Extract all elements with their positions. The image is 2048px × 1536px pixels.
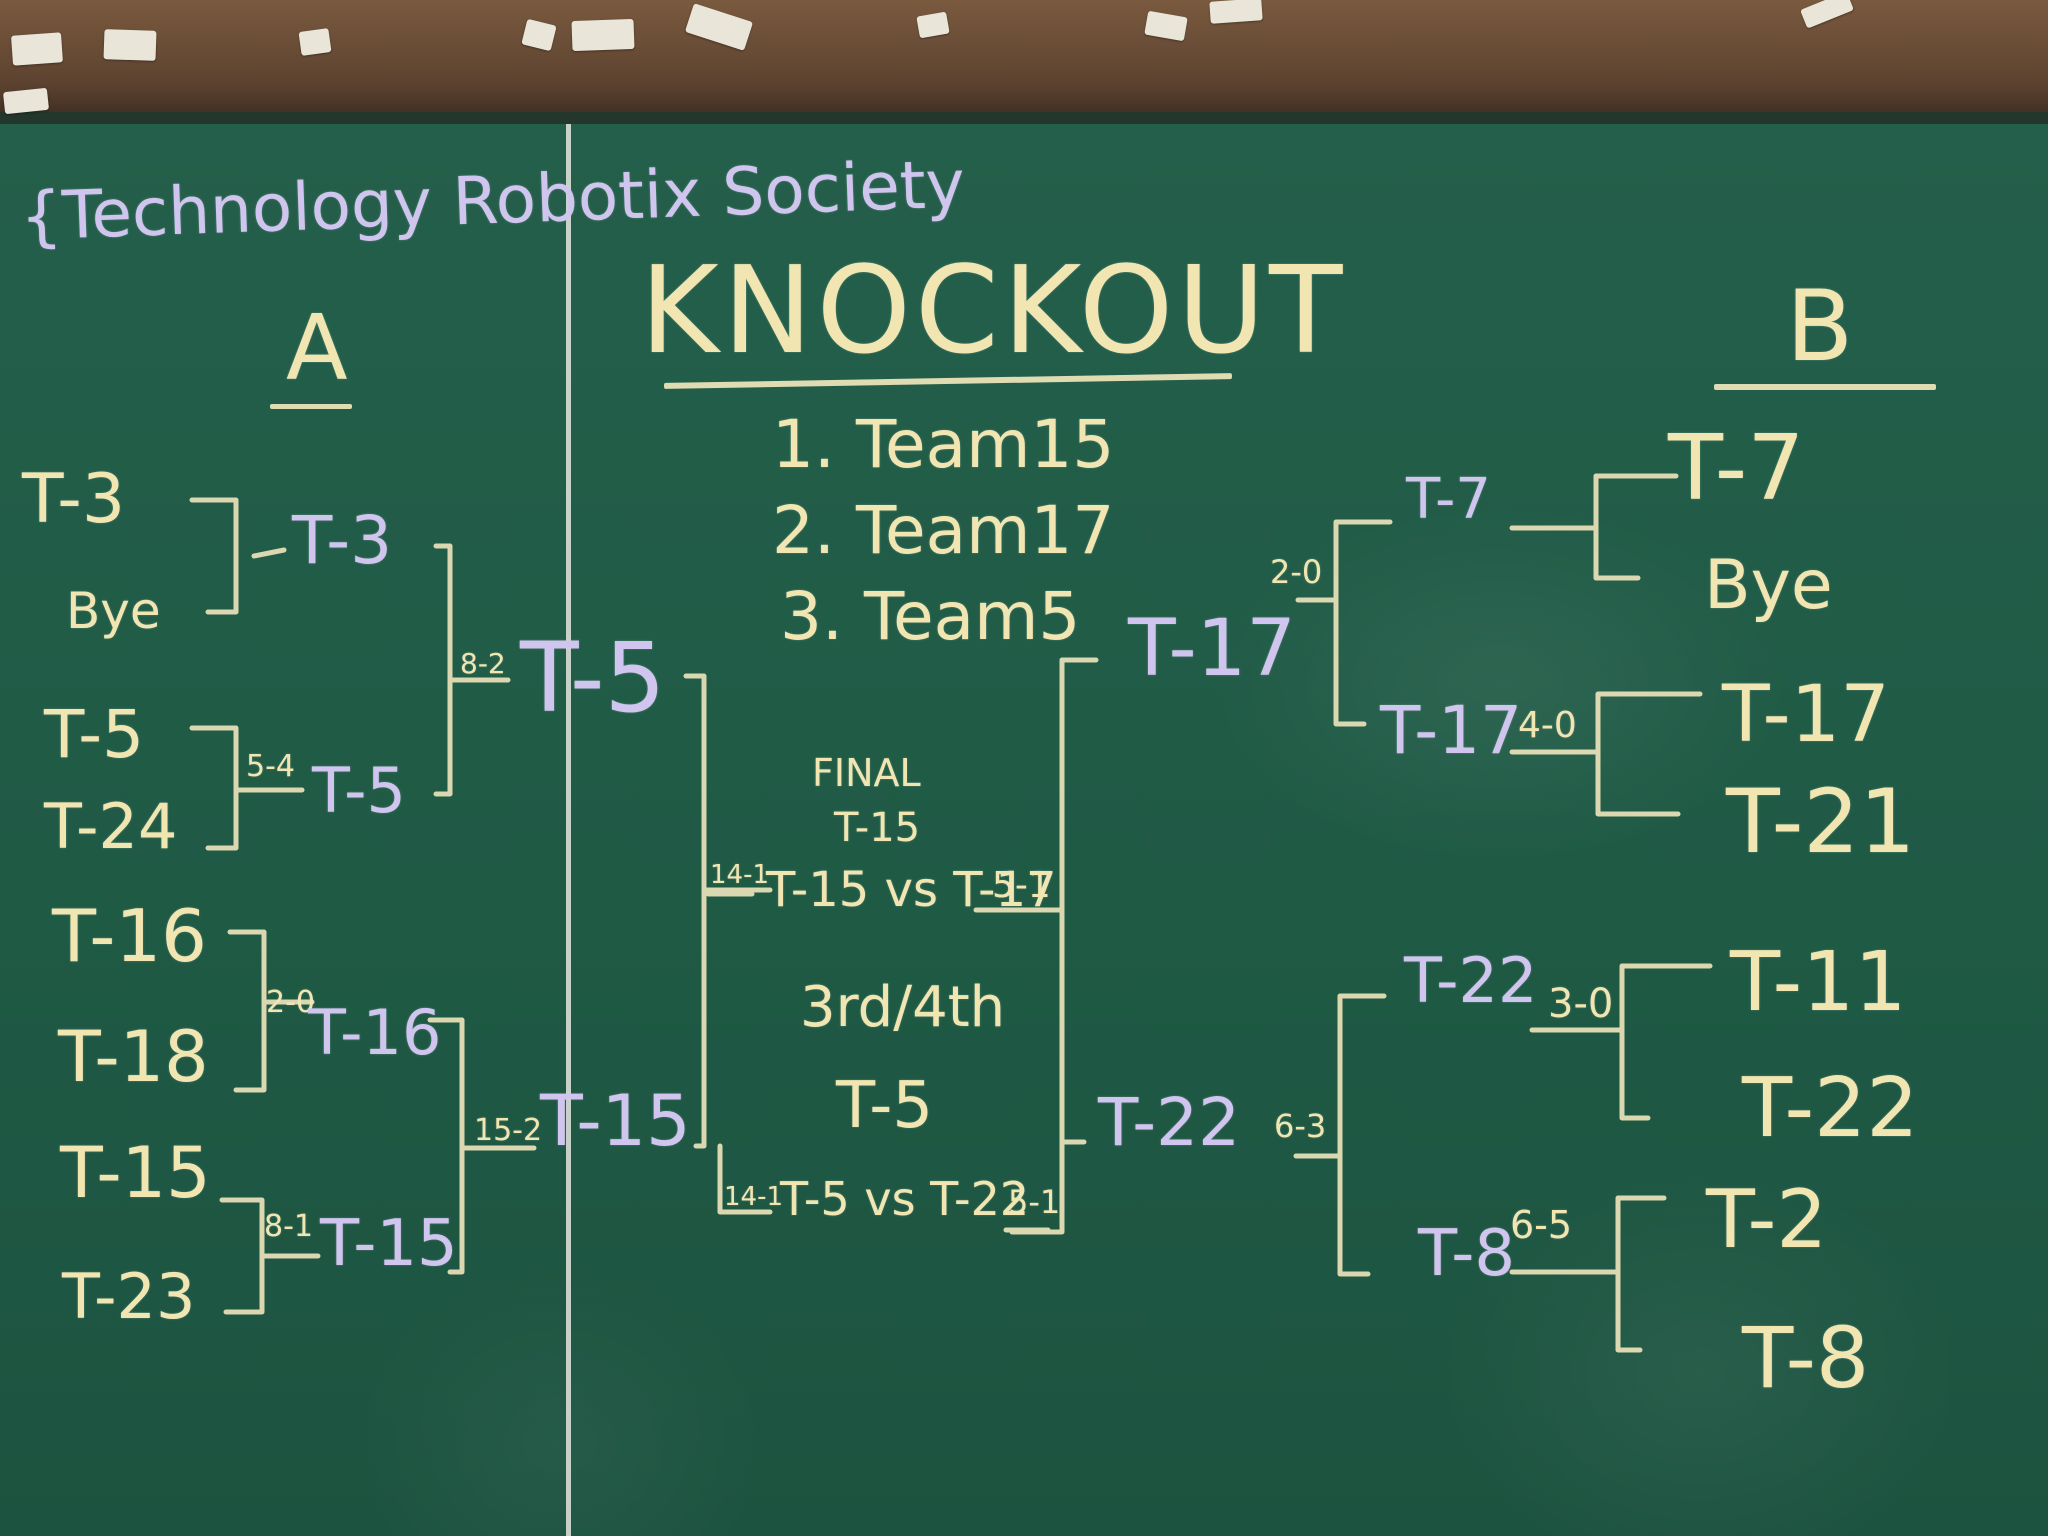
final-match: T-15 vs T-17 — [766, 862, 1057, 918]
group-a-underline — [270, 404, 352, 409]
result-first: 1. Team15 — [772, 406, 1115, 483]
third-place-match: T-5 vs T-22 — [780, 1172, 1030, 1226]
group-b-underline — [1714, 384, 1936, 390]
board-divider — [566, 124, 571, 1536]
b-r1-score: 6-5 — [1510, 1203, 1573, 1247]
group-b-label: B — [1786, 270, 1854, 384]
a-r2-team: T-3 — [292, 502, 393, 579]
b-r3-team: T-17 — [1128, 604, 1296, 694]
knockout-title: KNOCKOUT — [640, 242, 1347, 381]
a-r1-team: T-16 — [52, 894, 207, 978]
b-r2-team: T-22 — [1404, 944, 1538, 1017]
b-r2-team: T-17 — [1380, 692, 1523, 769]
b-r2-score: 6-3 — [1274, 1107, 1327, 1145]
a-r2-score: 8-2 — [460, 647, 506, 680]
final-right-score: 5-1 — [992, 865, 1051, 906]
b-r1-team: T-2 — [1706, 1173, 1828, 1266]
b-r1-team: T-7 — [1668, 416, 1805, 521]
a-r1-score: 8-1 — [264, 1209, 313, 1244]
b-r2-team: T-8 — [1418, 1217, 1516, 1291]
b-r2-score: 2-0 — [1270, 553, 1323, 591]
a-r1-team: Bye — [66, 582, 161, 640]
a-r1-score: 5-4 — [246, 749, 295, 784]
b-r1-score: 4-0 — [1518, 705, 1577, 746]
b-r1-team: T-22 — [1742, 1061, 1919, 1156]
result-second: 2. Team17 — [772, 492, 1115, 569]
b-r1-team: T-8 — [1742, 1309, 1870, 1407]
b-r1-team: T-11 — [1730, 935, 1907, 1030]
third-place-left-score: 14-1 — [724, 1182, 784, 1212]
a-r3-team: T-15 — [540, 1080, 691, 1162]
third-place-right-score: 5-1 — [1008, 1183, 1061, 1221]
final-label: FINAL — [812, 751, 921, 795]
a-r1-team: T-18 — [58, 1016, 209, 1098]
b-r1-team: T-17 — [1722, 670, 1890, 760]
third-place-winner: T-5 — [836, 1069, 934, 1143]
b-r1-team: T-21 — [1726, 770, 1916, 873]
b-r2-team: T-7 — [1406, 467, 1491, 532]
a-r2-team: T-15 — [320, 1207, 458, 1281]
b-r1-score: 3-0 — [1548, 981, 1614, 1027]
result-third: 3. Team5 — [780, 578, 1081, 655]
group-a-label: A — [286, 296, 348, 401]
chalkboard — [0, 124, 2048, 1536]
b-r1-team: Bye — [1704, 546, 1833, 625]
b-r3-team: T-22 — [1098, 1084, 1241, 1161]
final-winner: T-15 — [834, 805, 921, 851]
a-r1-team: T-5 — [44, 696, 145, 773]
final-left-score: 14-1 — [710, 860, 770, 890]
board-frame — [0, 0, 2048, 118]
a-r1-team: T-23 — [62, 1260, 196, 1333]
a-r2-score: 15-2 — [474, 1113, 543, 1148]
third-place-label: 3rd/4th — [800, 975, 1006, 1040]
a-r2-team: T-5 — [312, 754, 406, 827]
a-r1-team: T-15 — [60, 1132, 211, 1214]
a-r3-team: T-5 — [520, 622, 666, 734]
a-r1-team: T-3 — [22, 460, 126, 539]
a-r1-team: T-24 — [44, 790, 178, 863]
a-r2-team: T-16 — [308, 996, 442, 1069]
